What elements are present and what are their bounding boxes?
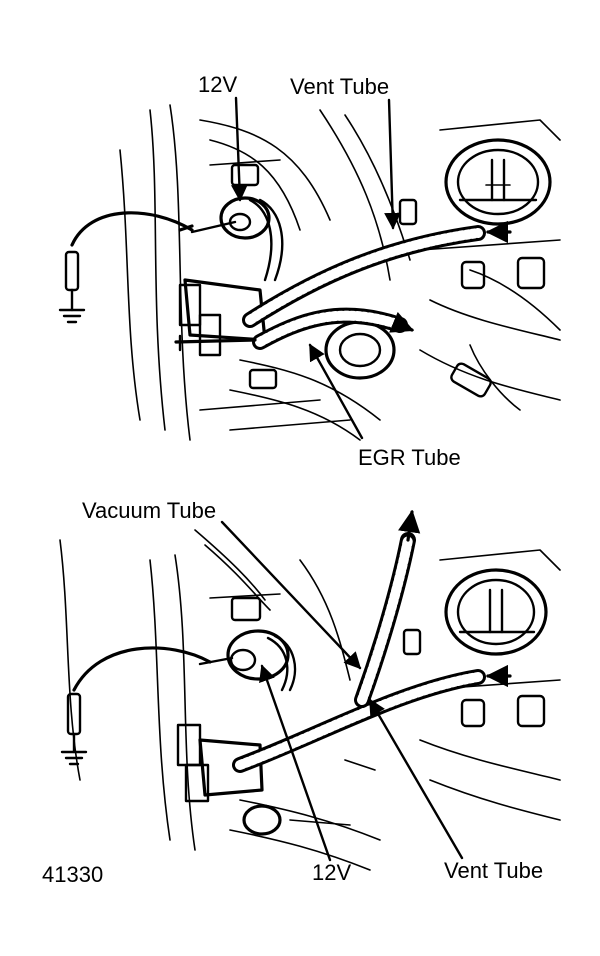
top-egr-tube-label: EGR Tube xyxy=(358,445,461,470)
bottom-vacuum-tube-label: Vacuum Tube xyxy=(82,498,216,523)
bottom-vent-tube-label: Vent Tube xyxy=(444,858,543,883)
top-vent-tube-leader xyxy=(384,98,401,230)
bottom-vacuum-tube-leader xyxy=(220,520,362,670)
top-engine-illustration xyxy=(58,104,561,441)
bottom-12v-leader xyxy=(259,664,332,862)
top-12v-leader xyxy=(231,96,248,202)
bottom-vent-tube-leader xyxy=(368,698,464,860)
top-12v-label: 12V xyxy=(198,72,237,97)
top-vent-tube-label: Vent Tube xyxy=(290,74,389,99)
bottom-12v-label: 12V xyxy=(312,860,351,885)
figure-number: 41330 xyxy=(42,862,103,887)
bottom-engine-illustration xyxy=(59,509,561,871)
top-egr-tube-leader xyxy=(308,343,364,440)
